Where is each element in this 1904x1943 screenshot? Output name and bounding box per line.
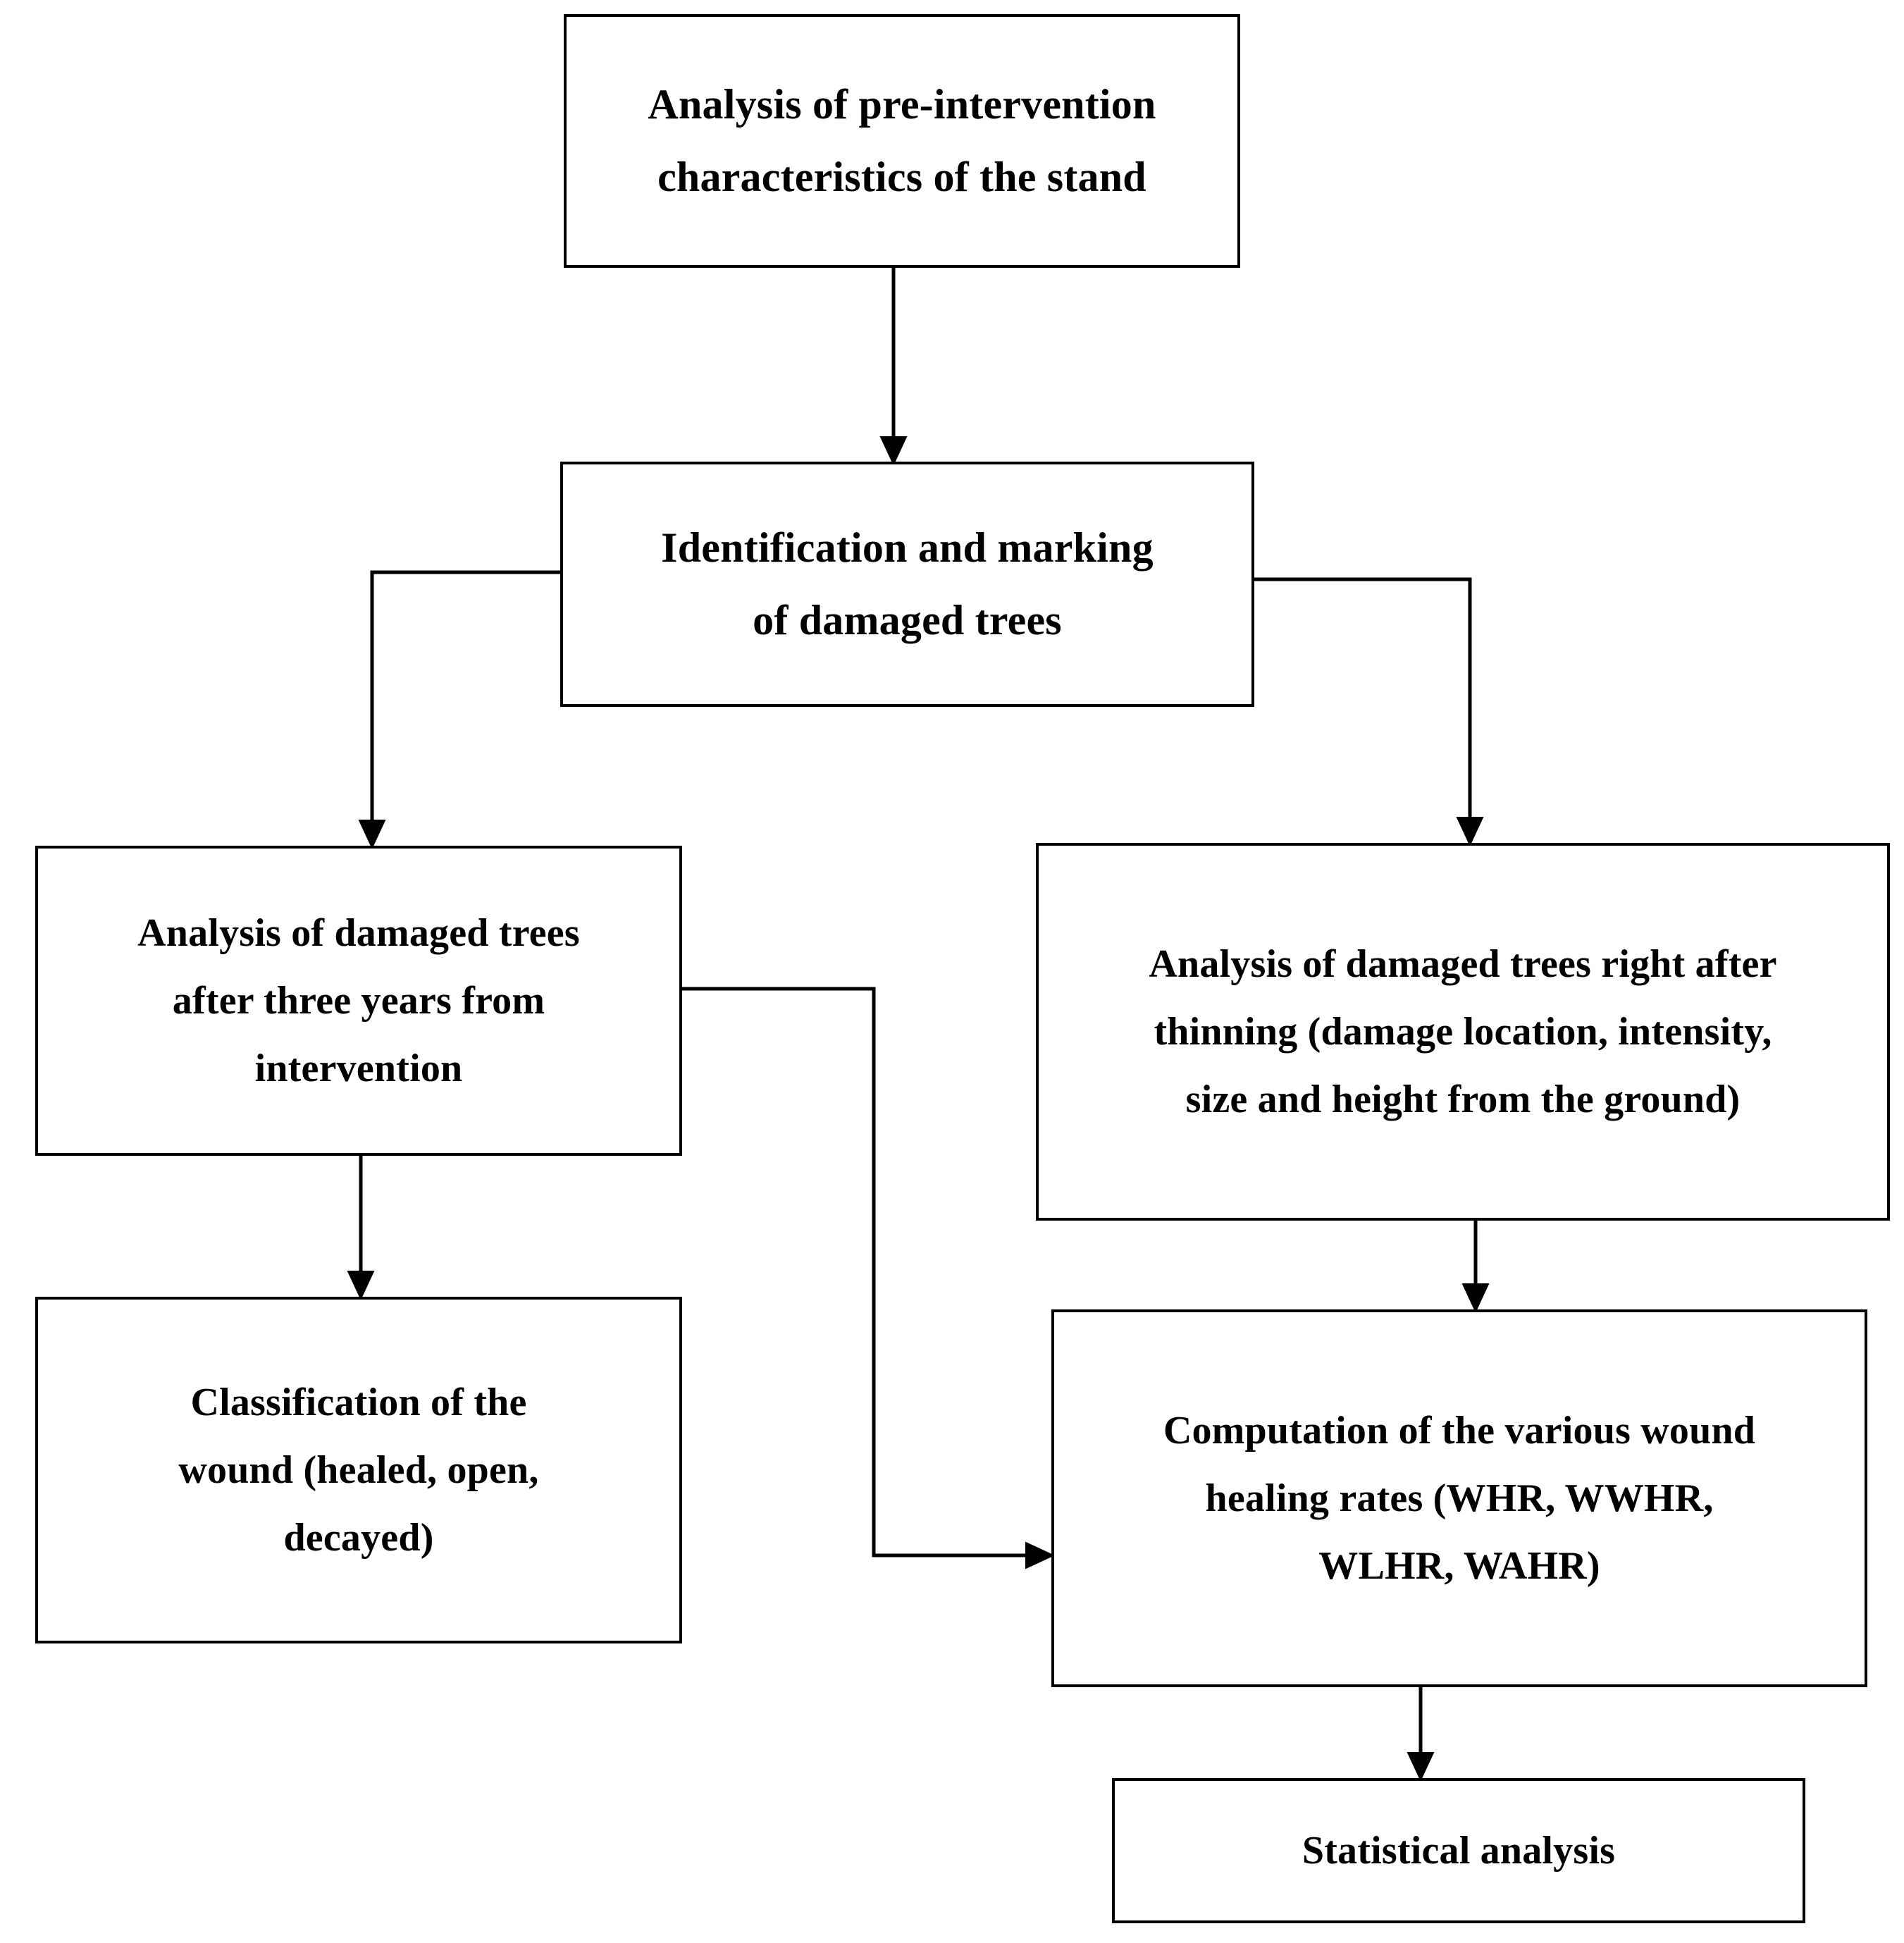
node-analysis-right-after-thinning: Analysis of damaged trees right after th…	[1036, 843, 1890, 1221]
node-identification: Identification and marking of damaged tr…	[560, 462, 1254, 707]
connector-identification-to-right-after-thinning	[1254, 577, 1484, 847]
node-computation-healing-rates: Computation of the various wound healing…	[1051, 1309, 1867, 1687]
node-identification-label: Identification and marking of damaged tr…	[661, 524, 1154, 643]
node-computation-healing-rates-label: Computation of the various wound healing…	[1163, 1408, 1756, 1589]
node-wound-classification-label: Classification of the wound (healed, ope…	[178, 1380, 539, 1560]
node-analysis-after-three-years-label: Analysis of damaged trees after three ye…	[137, 911, 580, 1091]
connector-identification-to-three-years	[358, 570, 560, 850]
node-wound-classification: Classification of the wound (healed, ope…	[35, 1297, 682, 1643]
node-pre-intervention: Analysis of pre-intervention characteris…	[564, 14, 1240, 268]
node-pre-intervention-label: Analysis of pre-intervention characteris…	[648, 80, 1156, 200]
node-statistical-analysis: Statistical analysis	[1112, 1778, 1805, 1923]
connector-three-years-to-computation	[682, 987, 1056, 1569]
node-analysis-right-after-thinning-label: Analysis of damaged trees right after th…	[1149, 942, 1777, 1122]
node-analysis-after-three-years: Analysis of damaged trees after three ye…	[35, 846, 682, 1156]
node-statistical-analysis-label: Statistical analysis	[1302, 1828, 1616, 1873]
